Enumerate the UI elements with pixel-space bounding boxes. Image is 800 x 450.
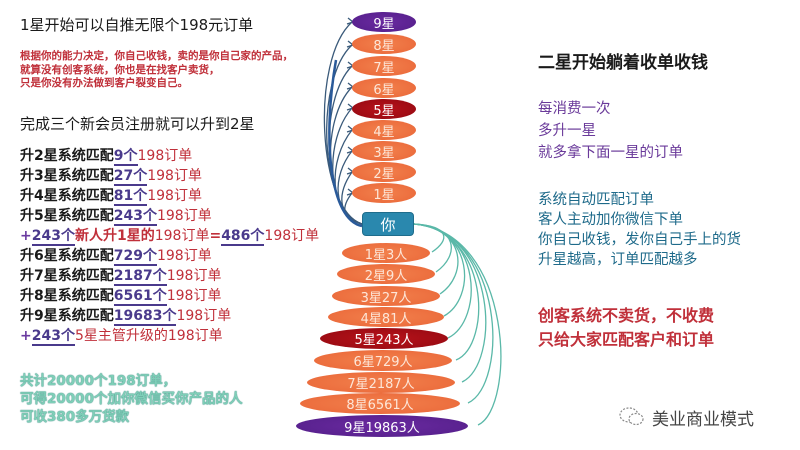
bonus-row: +243个新人升1星的198订单=486个198订单	[20, 228, 320, 246]
auto-match-block: 系统自动匹配订单 客人主动加你微信下单 你自己收钱，发你自己手上的货 升星越高，…	[538, 190, 741, 270]
downline-7star: 7星2187人	[307, 372, 455, 393]
downline-9star: 9星19863人	[296, 415, 468, 437]
summary-line: 可得20000个加你微信买你产品的人	[20, 391, 243, 407]
teal-line: 你自己收钱，发你自己手上的货	[538, 232, 741, 248]
title-upgrade-2star: 完成三个新会员注册就可以升到2星	[20, 115, 255, 133]
summary-block: 共计20000个198订单， 可得20000个加你微信买你产品的人 可收380多…	[20, 372, 242, 426]
red-line: 创客系统不卖货，不收费	[538, 306, 715, 325]
level-7star: 7星	[352, 56, 416, 76]
purple-line: 每消费一次	[538, 101, 611, 117]
purple-line: 多升一星	[538, 123, 596, 139]
note-line: 就算没有创客系统，你也是在找客户卖货，	[20, 63, 220, 76]
match-row: 升5星系统匹配243个198订单	[20, 208, 212, 226]
match-row: 升7星系统匹配2187个198订单	[20, 268, 222, 286]
match-row: 升8星系统匹配6561个198订单	[20, 288, 222, 306]
downline-8star: 8星6561人	[300, 393, 460, 414]
match-list: 升2星系统匹配9个198订单 升3星系统匹配27个198订单 升4星系统匹配81…	[20, 146, 319, 346]
teal-line: 升星越高，订单匹配越多	[538, 252, 698, 268]
level-6star: 6星	[352, 78, 416, 98]
summary-line: 可收380多万货款	[20, 409, 130, 425]
note-line: 根据你的能力决定，你自己收钱，卖的是你自己家的产品，	[20, 50, 293, 62]
match-row: 升6星系统匹配729个198订单	[20, 248, 212, 266]
ability-note: 根据你的能力决定，你自己收钱，卖的是你自己家的产品， 就算没有创客系统，你也是在…	[20, 50, 293, 91]
match-row: 升9星系统匹配19683个198订单	[20, 308, 232, 326]
no-selling-block: 创客系统不卖货，不收费 只给大家匹配客户和订单	[538, 304, 714, 352]
teal-line: 客人主动加你微信下单	[538, 212, 683, 228]
upper-trunk	[328, 59, 363, 228]
wechat-icon	[619, 407, 644, 426]
downline-2star: 2星9人	[337, 264, 435, 284]
purple-line: 就多拿下面一星的订单	[538, 145, 683, 161]
downline-1star: 1星3人	[342, 243, 430, 263]
downline-3star: 3星27人	[332, 286, 440, 306]
downline-5star: 5星243人	[320, 328, 448, 349]
match-row: 升2星系统匹配9个198订单	[20, 148, 193, 166]
level-9star: 9星	[352, 12, 416, 32]
downline-4star: 4星81人	[328, 307, 444, 327]
lower-arrows	[413, 223, 502, 426]
consume-upgrade-block: 每消费一次 多升一星 就多拿下面一星的订单	[538, 98, 683, 164]
level-5star: 5星	[352, 99, 416, 119]
level-8star: 8星	[352, 34, 416, 54]
title-1star-unlimited: 1星开始可以自推无限个198元订单	[20, 16, 254, 34]
brand-watermark: 美业商业模式	[652, 410, 754, 430]
level-1star: 1星	[352, 183, 416, 203]
red-line: 只给大家匹配客户和订单	[538, 330, 715, 349]
note-line: 只是你没有办法做到客户裂变自己。	[20, 77, 188, 89]
bonus-row: +243个5星主管升级的198订单	[20, 328, 223, 346]
you-node: 你	[362, 212, 414, 236]
summary-line: 共计20000个198订单，	[20, 373, 177, 389]
match-row: 升3星系统匹配27个198订单	[20, 168, 202, 186]
level-4star: 4星	[352, 120, 416, 140]
level-3star: 3星	[352, 141, 416, 161]
teal-line: 系统自动匹配订单	[538, 192, 654, 208]
right-title: 二星开始躺着收单收钱	[538, 53, 708, 73]
downline-6star: 6星729人	[314, 350, 452, 371]
match-row: 升4星系统匹配81个198订单	[20, 188, 202, 206]
level-2star: 2星	[352, 162, 416, 182]
